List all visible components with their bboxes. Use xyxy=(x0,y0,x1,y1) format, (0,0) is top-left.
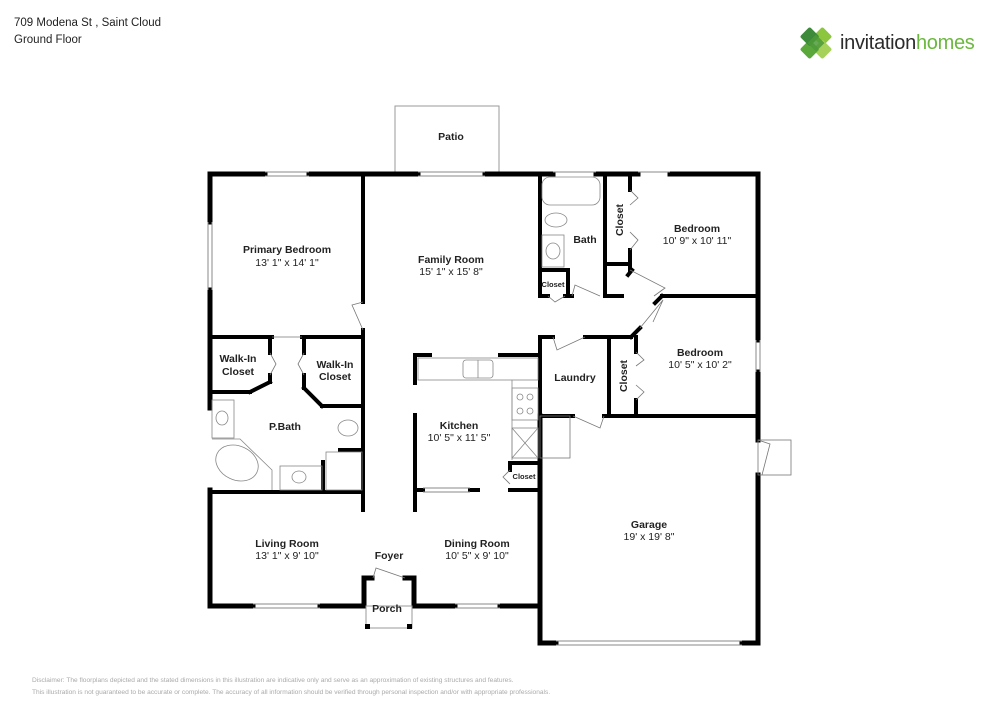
disclaimer-line-2: This illustration is not guaranteed to b… xyxy=(32,689,551,696)
room-label-walkin-closet-right: Walk-In xyxy=(317,359,354,371)
sink-icon xyxy=(541,234,565,268)
room-label-patio: Patio xyxy=(438,131,464,143)
vanity-icon xyxy=(211,399,235,439)
room-dims-bedroom1: 10' 9" x 10' 11" xyxy=(663,235,732,247)
disclaimer: Disclaimer: The floorplans depicted and … xyxy=(32,675,550,699)
room-label-walkin-closet-left-2: Closet xyxy=(222,366,255,378)
room-dims-garage: 19' x 19' 8" xyxy=(624,531,675,543)
property-address: 709 Modena St , Saint Cloud xyxy=(14,17,162,29)
room-label-primary-bedroom: Primary Bedroom xyxy=(243,244,331,256)
stove-icon xyxy=(511,387,539,421)
room-label-bath-closet: Closet xyxy=(542,280,565,289)
counter-icon xyxy=(417,357,539,381)
disclaimer-line-1: Disclaimer: The floorplans depicted and … xyxy=(32,677,514,684)
room-label-bedroom2-closet: Closet xyxy=(618,359,630,392)
room-label-laundry: Laundry xyxy=(554,372,596,384)
tub-icon xyxy=(215,444,259,482)
room-label-walkin-closet-left: Walk-In xyxy=(220,353,257,365)
toilet-icon xyxy=(337,419,359,437)
shower-icon xyxy=(325,451,363,491)
room-label-foyer: Foyer xyxy=(375,550,404,562)
room-dims-family-room: 15' 1" x 15' 8" xyxy=(419,266,483,278)
room-label-dining-room: Dining Room xyxy=(444,538,509,550)
property-header: 709 Modena St , Saint Cloud Ground Floor xyxy=(14,15,161,49)
room-label-bedroom2: Bedroom xyxy=(677,347,723,359)
room-dims-primary-bedroom: 13' 1" x 14' 1" xyxy=(255,257,319,269)
room-label-kitchen: Kitchen xyxy=(440,420,479,432)
bathtub-icon xyxy=(541,176,601,206)
porch-post xyxy=(365,624,370,629)
room-dims-dining-room: 10' 5" x 9' 10" xyxy=(445,550,509,562)
porch-post xyxy=(407,624,412,629)
brand-name: invitationhomes xyxy=(840,31,975,54)
room-dims-bedroom2: 10' 5" x 10' 2" xyxy=(668,359,732,371)
door-swings xyxy=(269,189,792,579)
room-label-family-room: Family Room xyxy=(418,254,484,266)
room-label-porch: Porch xyxy=(372,603,402,615)
clover-logo-icon xyxy=(800,27,832,59)
room-label-bedroom1-closet: Closet xyxy=(614,203,626,236)
room-label-walkin-closet-right-2: Closet xyxy=(319,371,352,383)
room-label-bath: Bath xyxy=(573,234,596,246)
floor-label: Ground Floor xyxy=(14,34,82,46)
room-label-kitchen-closet: Closet xyxy=(513,472,536,481)
brand-logo: invitationhomes xyxy=(798,25,975,61)
room-label-garage: Garage xyxy=(631,519,667,531)
room-label-bedroom1: Bedroom xyxy=(674,223,720,235)
windows xyxy=(207,171,761,646)
room-dims-living-room: 13' 1" x 9' 10" xyxy=(255,550,319,562)
room-label-living-room: Living Room xyxy=(255,538,319,550)
toilet-icon xyxy=(544,212,568,228)
fixtures xyxy=(211,176,601,491)
room-dims-kitchen: 10' 5" x 11' 5" xyxy=(428,432,491,444)
room-label-pbath: P.Bath xyxy=(269,421,301,433)
porch-outline xyxy=(365,605,413,629)
